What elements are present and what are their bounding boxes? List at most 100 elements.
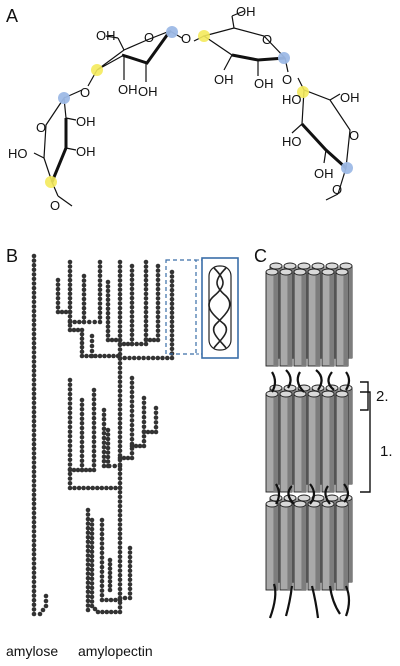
glucose-unit — [79, 407, 85, 412]
glucose-unit — [84, 353, 89, 359]
glucose-unit — [129, 418, 135, 423]
glucose-unit — [31, 483, 37, 488]
glucose-unit — [85, 603, 91, 608]
glucose-unit — [87, 467, 93, 473]
glucose-unit — [141, 419, 147, 425]
glucose-unit — [89, 567, 95, 573]
glucose-unit — [117, 517, 123, 523]
glucose-unit — [99, 485, 105, 491]
glucose-unit — [31, 382, 37, 387]
glucose-unit — [81, 485, 86, 491]
oh-label: OH — [340, 90, 360, 105]
glucose-unit — [89, 558, 95, 563]
glucose-unit — [129, 282, 135, 287]
glucose-unit — [89, 549, 95, 554]
glucose-unit — [67, 264, 73, 269]
glucose-unit — [31, 451, 37, 456]
glucose-unit — [85, 530, 91, 535]
glucose-unit — [141, 443, 147, 449]
glucose-unit — [79, 332, 85, 337]
glucose-unit — [117, 365, 123, 371]
glucose-unit — [85, 571, 91, 576]
glucose-unit — [107, 583, 113, 588]
glucose-unit — [121, 455, 127, 461]
region-label-repeat: 1. — [380, 443, 393, 460]
highlight-c4-ring4 — [297, 86, 309, 98]
glucose-unit — [153, 410, 159, 416]
glucose-unit — [117, 268, 123, 274]
glucose-unit — [79, 340, 85, 346]
glucose-unit — [91, 467, 97, 473]
glucose-unit — [91, 420, 97, 426]
glucose-unit — [67, 410, 73, 416]
glucose-unit — [43, 598, 49, 604]
glucose-unit — [107, 570, 113, 576]
bracket-crystalline — [360, 381, 369, 411]
glucose-unit — [89, 563, 95, 568]
glucose-unit — [99, 560, 105, 565]
glucose-unit — [143, 305, 149, 310]
glucose-unit — [151, 337, 157, 343]
glucose-unit — [169, 305, 175, 311]
glucose-unit — [91, 448, 97, 454]
glucose-unit — [105, 306, 111, 312]
ho-label: HO — [282, 134, 302, 149]
glucose-unit — [67, 485, 73, 491]
glucose-unit — [141, 400, 147, 406]
glucose-unit — [105, 463, 111, 469]
glucose-unit — [129, 291, 135, 296]
glucose-unit — [155, 314, 161, 320]
glucose-unit — [101, 454, 107, 460]
glucose-unit — [117, 310, 123, 316]
glucose-unit — [67, 401, 73, 406]
glucose-unit — [71, 327, 77, 333]
glucose-unit — [108, 597, 114, 603]
glucose-unit — [131, 355, 137, 361]
double-helix-cylinder — [293, 500, 307, 591]
glucose-unit — [134, 341, 139, 347]
glucose-unit — [31, 295, 37, 300]
glucose-unit — [127, 550, 133, 555]
glucose-unit — [143, 328, 149, 333]
glucose-unit — [117, 503, 123, 509]
glucose-unit — [67, 434, 73, 439]
amorphous-linker — [287, 485, 295, 505]
glucose-unit — [127, 559, 133, 564]
glucose-unit — [91, 392, 97, 398]
glucose-unit — [67, 391, 73, 397]
glucose-unit — [31, 308, 37, 314]
oh-label: OH — [214, 72, 234, 87]
region-brackets — [360, 381, 371, 493]
glucose-unit — [31, 322, 37, 328]
glucose-unit — [129, 422, 135, 428]
glucose-unit — [129, 408, 135, 414]
amylopectin-chain — [117, 269, 175, 361]
glucose-unit — [117, 291, 123, 297]
amorphous-linker — [344, 585, 351, 617]
glucose-unit — [153, 405, 159, 411]
glucose-unit — [31, 418, 37, 424]
glucose-unit — [72, 319, 77, 325]
glucose-unit — [143, 323, 149, 329]
double-helix-cylinder — [293, 390, 307, 493]
highlight-c1-ring1 — [166, 26, 178, 38]
glucose-unit — [143, 332, 149, 338]
glucose-unit — [155, 328, 161, 334]
glucose-unit — [89, 544, 95, 550]
glucose-unit — [79, 435, 85, 440]
amylopectin-chain — [105, 279, 123, 343]
glucose-unit — [31, 469, 37, 475]
glucose-unit — [97, 315, 103, 320]
glucose-unit — [97, 259, 103, 265]
glucose-unit — [117, 416, 123, 421]
glucose-unit — [129, 332, 135, 338]
atom-labels: OH OH OH O O OH O OH OH O O O OH HO OH O… — [8, 4, 360, 213]
glucose-unit — [85, 553, 91, 558]
glucose-unit — [169, 333, 175, 338]
glucose-unit — [67, 405, 73, 411]
glucose-unit — [85, 562, 91, 567]
glucose-unit — [31, 529, 37, 534]
glucose-unit — [31, 313, 37, 319]
glucose-unit — [43, 593, 49, 599]
glucose-unit — [117, 577, 123, 583]
